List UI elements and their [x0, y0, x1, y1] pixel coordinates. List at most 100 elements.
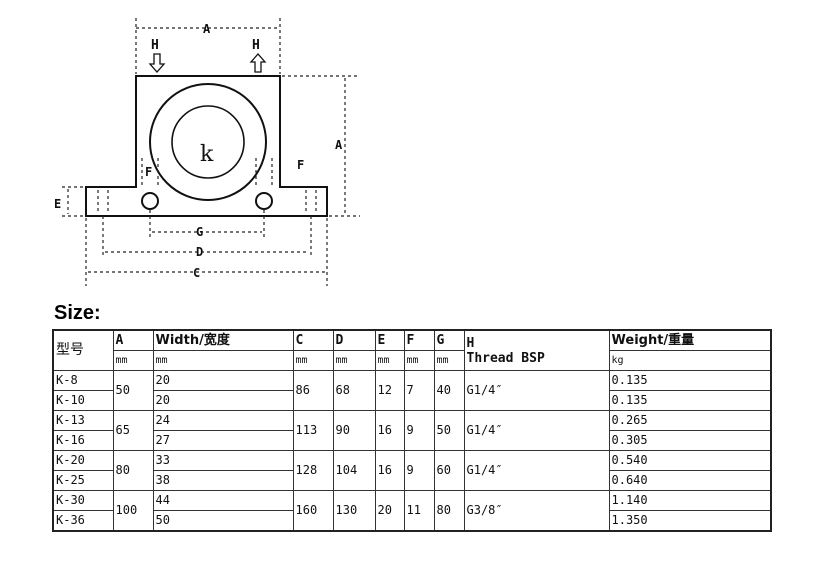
a-cell: 80 [112, 450, 154, 491]
label-h-right: H [252, 38, 260, 53]
width-cell: 50 [152, 510, 294, 532]
f-cell: 7 [403, 370, 435, 411]
table-row: K-20 80 33 128 104 16 9 60 G1/4″ 0.540 [52, 450, 772, 491]
outer-ring [149, 83, 267, 201]
inner-ring [171, 105, 245, 179]
weight-cell: 0.305 [608, 430, 772, 451]
weight-cell: 1.350 [608, 510, 772, 532]
header-c: C [292, 329, 334, 351]
label-c: C [193, 266, 200, 280]
unit-weight: kg [608, 350, 772, 371]
g-cell: 60 [433, 450, 465, 491]
unit-width: mm [152, 350, 294, 371]
d-cell: 68 [332, 370, 376, 411]
arrow-down-icon [148, 53, 166, 73]
width-cell: 38 [152, 470, 294, 491]
model-cell: K-25 [52, 470, 114, 491]
spec-table: 型号 A Width/宽度 C D E F G H Thread BSP Wei… [52, 329, 772, 532]
header-thread: H Thread BSP [463, 329, 610, 371]
thread-cell: G1/4″ [463, 450, 610, 491]
e-cell: 12 [374, 370, 405, 411]
unit-c: mm [292, 350, 334, 371]
e-cell: 16 [374, 450, 405, 491]
header-e: E [374, 329, 405, 351]
g-cell: 50 [433, 410, 465, 451]
size-heading: Size: [54, 302, 101, 324]
thread-cell: G1/4″ [463, 410, 610, 451]
body-outline [85, 75, 328, 217]
weight-cell: 0.265 [608, 410, 772, 431]
label-a-top: A [203, 22, 211, 36]
unit-row: mm mm mm mm mm mm mm kg [53, 350, 772, 371]
mounting-hole-left [141, 192, 159, 210]
label-e: E [54, 197, 61, 211]
weight-cell: 0.540 [608, 450, 772, 471]
width-cell: 20 [152, 370, 294, 391]
header-a: A [112, 329, 154, 351]
unit-e: mm [374, 350, 405, 371]
model-cell: K-16 [52, 430, 114, 451]
unit-g: mm [433, 350, 465, 371]
unit-a: mm [112, 350, 154, 371]
weight-cell: 1.140 [608, 490, 772, 511]
model-cell: K-10 [52, 390, 114, 411]
model-cell: K-30 [52, 490, 114, 511]
header-thread-bsp: Thread BSP [466, 350, 545, 366]
label-k: k [200, 142, 214, 167]
arrow-up-icon [249, 53, 267, 73]
header-g: G [433, 329, 465, 351]
label-a-side: A [335, 138, 343, 152]
mounting-hole-right [255, 192, 273, 210]
unit-d: mm [332, 350, 376, 371]
e-cell: 16 [374, 410, 405, 451]
thread-cell: G1/4″ [463, 370, 610, 411]
table-row: K-16 27 0.305 [52, 430, 772, 451]
f-cell: 9 [403, 410, 435, 451]
model-cell: K-8 [52, 370, 114, 391]
f-cell: 11 [403, 490, 435, 532]
header-row: 型号 A Width/宽度 C D E F G H Thread BSP Wei… [52, 329, 772, 371]
model-cell: K-20 [52, 450, 114, 471]
unit-f: mm [403, 350, 435, 371]
table-row: K-8 50 20 86 68 12 7 40 G1/4″ 0.135 [52, 370, 772, 411]
a-cell: 65 [112, 410, 154, 451]
model-cell: K-13 [52, 410, 114, 431]
c-cell: 128 [292, 450, 334, 491]
weight-cell: 0.640 [608, 470, 772, 491]
width-cell: 27 [152, 430, 294, 451]
width-cell: 20 [152, 390, 294, 411]
g-cell: 80 [433, 490, 465, 532]
c-cell: 86 [292, 370, 334, 411]
f-cell: 9 [403, 450, 435, 491]
header-width: Width/宽度 [152, 329, 294, 351]
header-h: H [466, 335, 475, 351]
a-cell: 50 [112, 370, 154, 411]
table-row: K-10 20 0.135 [52, 390, 772, 411]
weight-cell: 0.135 [608, 370, 772, 391]
a-cell: 100 [112, 490, 154, 532]
c-cell: 113 [292, 410, 334, 451]
width-cell: 24 [152, 410, 294, 431]
label-f-right: F [297, 158, 304, 172]
e-cell: 20 [374, 490, 405, 532]
table-row: K-30 100 44 160 130 20 11 80 G3/8″ 1.140 [52, 490, 772, 532]
header-d: D [332, 329, 376, 351]
label-d: D [196, 245, 203, 259]
width-cell: 33 [152, 450, 294, 471]
weight-cell: 0.135 [608, 390, 772, 411]
header-weight: Weight/重量 [608, 329, 772, 351]
d-cell: 90 [332, 410, 376, 451]
label-h-left: H [151, 38, 159, 53]
table-row: K-36 50 1.350 [52, 510, 772, 532]
header-model: 型号 [52, 329, 114, 371]
vibrator-dimension-diagram: A H H A k F F E G D C [54, 18, 360, 286]
d-cell: 130 [332, 490, 376, 532]
width-cell: 44 [152, 490, 294, 511]
d-cell: 104 [332, 450, 376, 491]
label-f-left: F [145, 165, 152, 179]
header-f: F [403, 329, 435, 351]
g-cell: 40 [433, 370, 465, 411]
label-g: G [196, 225, 203, 239]
c-cell: 160 [292, 490, 334, 532]
table-row: K-13 65 24 113 90 16 9 50 G1/4″ 0.265 [52, 410, 772, 451]
